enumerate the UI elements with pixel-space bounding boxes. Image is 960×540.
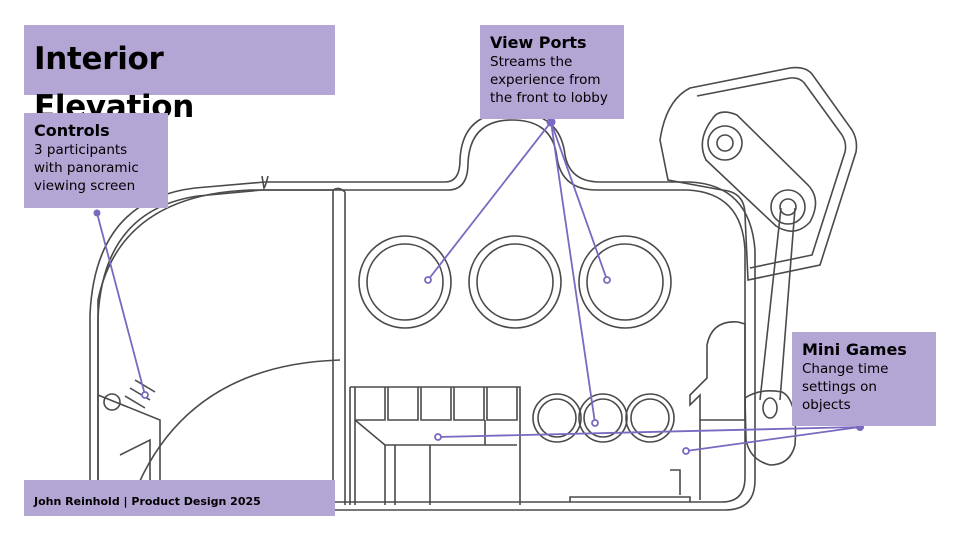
- marker-minigames-1: [434, 433, 442, 441]
- leader-viewport-3: [550, 121, 596, 424]
- title-box: Interior Elevation: [24, 25, 335, 125]
- cabin-inner: [97, 119, 746, 505]
- porthole-3: [578, 235, 672, 329]
- callout-minigames-title: Mini Games: [802, 340, 907, 359]
- leader-minigames-2: [685, 426, 861, 452]
- porthole-2: [468, 235, 562, 329]
- marker-controls: [141, 391, 149, 399]
- support-arm: [759, 207, 796, 401]
- dial-1: [532, 393, 582, 443]
- callout-viewports: View Ports Streams the experience from t…: [480, 25, 624, 119]
- marker-viewport-2: [603, 276, 611, 284]
- marker-viewport-3: [591, 419, 599, 427]
- cabin-outline: [89, 111, 756, 511]
- callout-controls-title: Controls: [34, 121, 110, 140]
- cabinet-grid: [349, 386, 521, 505]
- marker-viewport-1: [424, 276, 432, 284]
- dial-2: [578, 393, 628, 443]
- callout-viewports-body: Streams the experience from the front to…: [490, 54, 608, 106]
- callout-minigames: Mini Games Change time settings on objec…: [792, 332, 936, 426]
- arm-base: [744, 390, 797, 466]
- pivot-lower: [770, 189, 806, 225]
- rear-housing: [659, 66, 858, 281]
- callout-viewports-title: View Ports: [490, 33, 587, 52]
- pivot-upper: [707, 125, 743, 161]
- leader-controls: [96, 212, 146, 396]
- callout-minigames-body: Change time settings on objects: [802, 361, 889, 413]
- leader-viewport-1: [427, 121, 552, 281]
- screen-arc: [129, 359, 341, 506]
- housing-slot: [701, 111, 817, 232]
- rear-housing-inner: [696, 77, 847, 269]
- callout-controls: Controls 3 participants with panoramic v…: [24, 113, 168, 208]
- leader-minigames-1: [437, 426, 861, 438]
- porthole-1: [358, 235, 452, 329]
- console-arc: [97, 189, 333, 505]
- callout-controls-body: 3 participants with panoramic viewing sc…: [34, 142, 139, 194]
- leader-viewport-2: [550, 121, 608, 281]
- footer-text: John Reinhold | Product Design 2025: [34, 495, 261, 508]
- dial-3: [625, 393, 675, 443]
- partition: [332, 187, 346, 505]
- marker-minigames-2: [682, 447, 690, 455]
- right-console: [689, 321, 746, 421]
- footer-credit: John Reinhold | Product Design 2025: [24, 480, 335, 516]
